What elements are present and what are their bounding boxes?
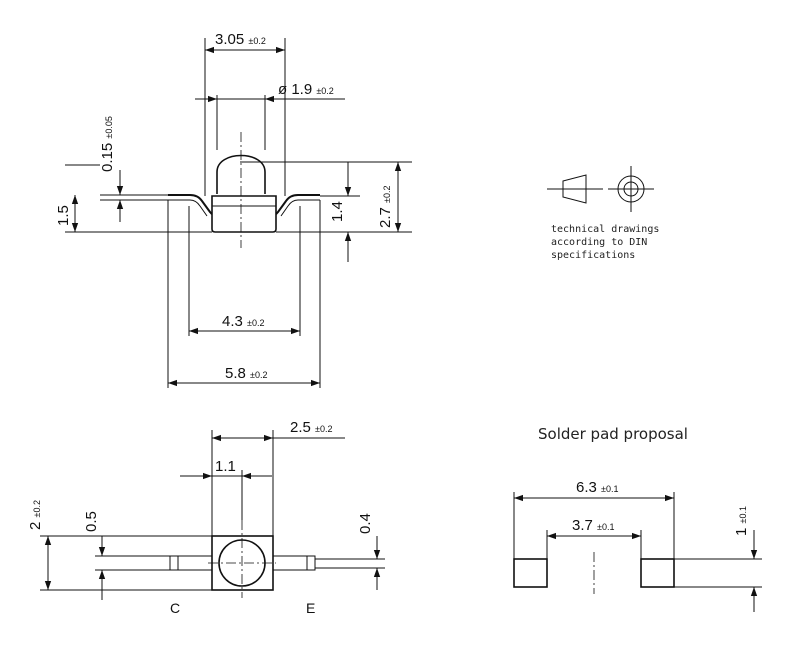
lead-left [168, 194, 219, 217]
lead-right [269, 194, 320, 217]
lead-e [272, 555, 316, 571]
side-view: 3.05 ±0.2 ø 1.9 ±0.2 0.15 ±0.05 1.5 1.4 … [55, 31, 412, 388]
lead-right-lower [280, 199, 320, 217]
pad-right [640, 558, 675, 588]
dim-body-width: 2.5 ±0.2 [290, 419, 332, 436]
pad-left [513, 558, 548, 588]
dim-width-top: 3.05 ±0.2 [215, 31, 266, 48]
dim-top-height: 2 ±0.2 [27, 500, 44, 530]
pin-label-c: C [170, 600, 180, 616]
dim-lead-right: 0.4 [357, 513, 374, 534]
dim-height-total: 2.7 ±0.2 [377, 186, 394, 228]
package-body [211, 195, 277, 233]
projection-symbol-icon [547, 166, 654, 212]
din-projection-note: technical drawings according to DIN spec… [547, 166, 659, 261]
lead-c [169, 555, 213, 571]
dim-half-width: 1.1 [215, 458, 236, 475]
dim-lead-thickness: 0.15 ±0.05 [99, 116, 116, 172]
note-line-3: specifications [551, 250, 635, 261]
pin-label-e: E [306, 600, 315, 616]
lead-left-lower [168, 199, 208, 217]
dim-pad-height: 1 ±0.1 [733, 506, 750, 536]
solder-pad-title: Solder pad proposal [538, 425, 688, 443]
top-view: 2.5 ±0.2 1.1 2 ±0.2 0.5 0.4 C E [27, 419, 385, 616]
dim-body-length: 4.3 ±0.2 [222, 313, 264, 330]
dim-lens-diameter: ø 1.9 ±0.2 [278, 81, 334, 98]
note-line-1: technical drawings [551, 224, 659, 235]
dim-pad-inner: 3.7 ±0.1 [572, 517, 614, 534]
solder-pad-view: Solder pad proposal 6.3 ±0.1 3.7 ±0.1 1 … [513, 425, 762, 612]
dim-lead-width: 0.5 [83, 511, 100, 532]
dim-pad-outer: 6.3 ±0.1 [576, 479, 618, 496]
note-line-2: according to DIN [551, 237, 647, 248]
dim-total-length: 5.8 ±0.2 [225, 365, 267, 382]
dim-height-left: 1.5 [55, 205, 72, 226]
dim-height-body: 1.4 [329, 201, 346, 222]
